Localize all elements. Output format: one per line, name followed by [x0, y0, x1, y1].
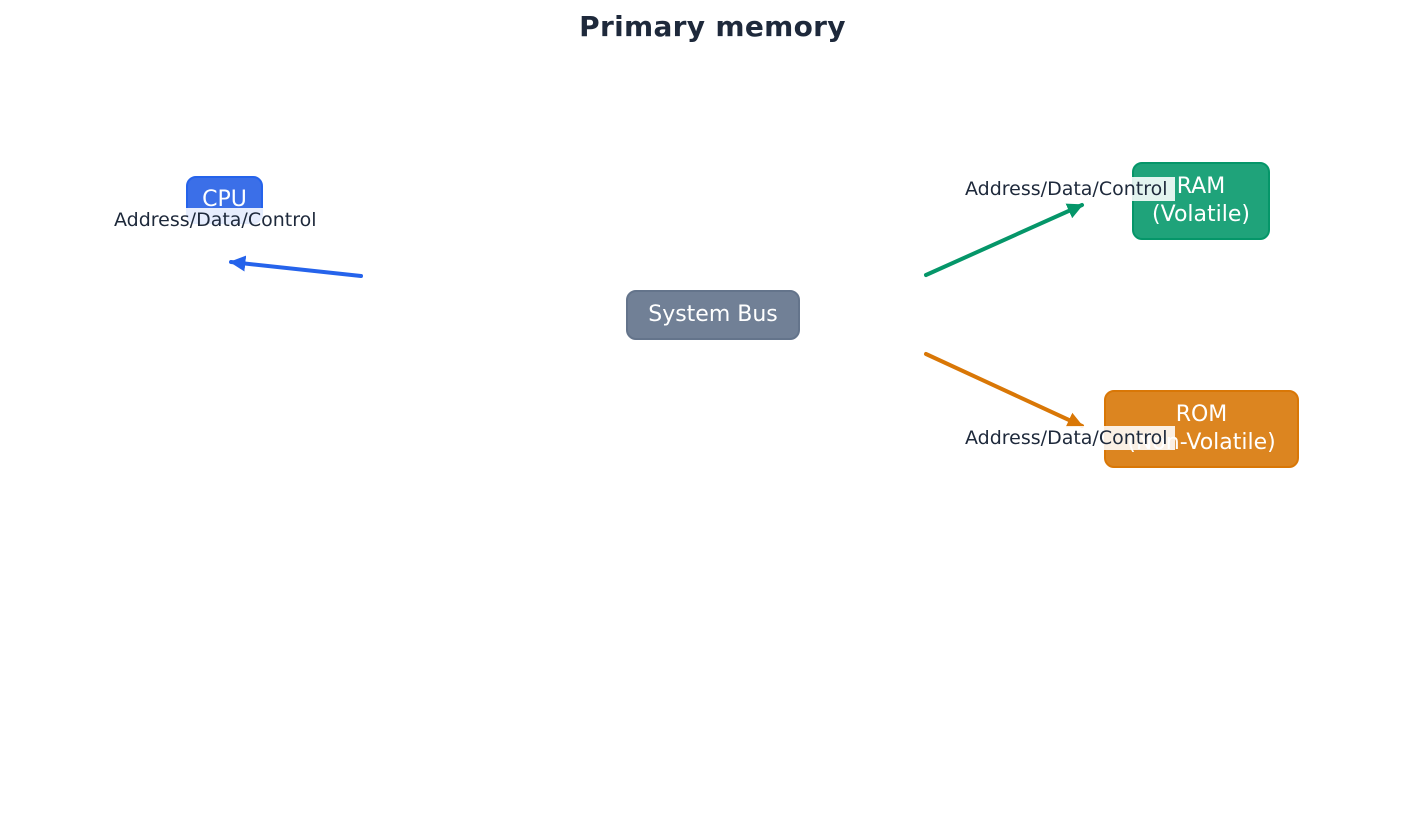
rom-node: ROM (Non-Volatile) [1104, 390, 1299, 468]
ram-node: RAM (Volatile) [1132, 162, 1270, 240]
edge-bus-to-ram [924, 203, 1084, 277]
ram-node-label: RAM (Volatile) [1152, 174, 1250, 227]
system-bus-node: System Bus [626, 290, 800, 340]
cpu-node-label: CPU [202, 187, 247, 212]
edge-bus-to-cpu [229, 255, 363, 278]
system-bus-node-label: System Bus [648, 302, 778, 327]
edge-label-rom: Address/Data/Control [958, 426, 1175, 450]
diagram-title: Primary memory [579, 10, 846, 43]
edge-bus-to-rom [924, 352, 1084, 428]
edge-label-ram: Address/Data/Control [958, 177, 1175, 201]
edge-label-cpu: Address/Data/Control [107, 208, 324, 232]
